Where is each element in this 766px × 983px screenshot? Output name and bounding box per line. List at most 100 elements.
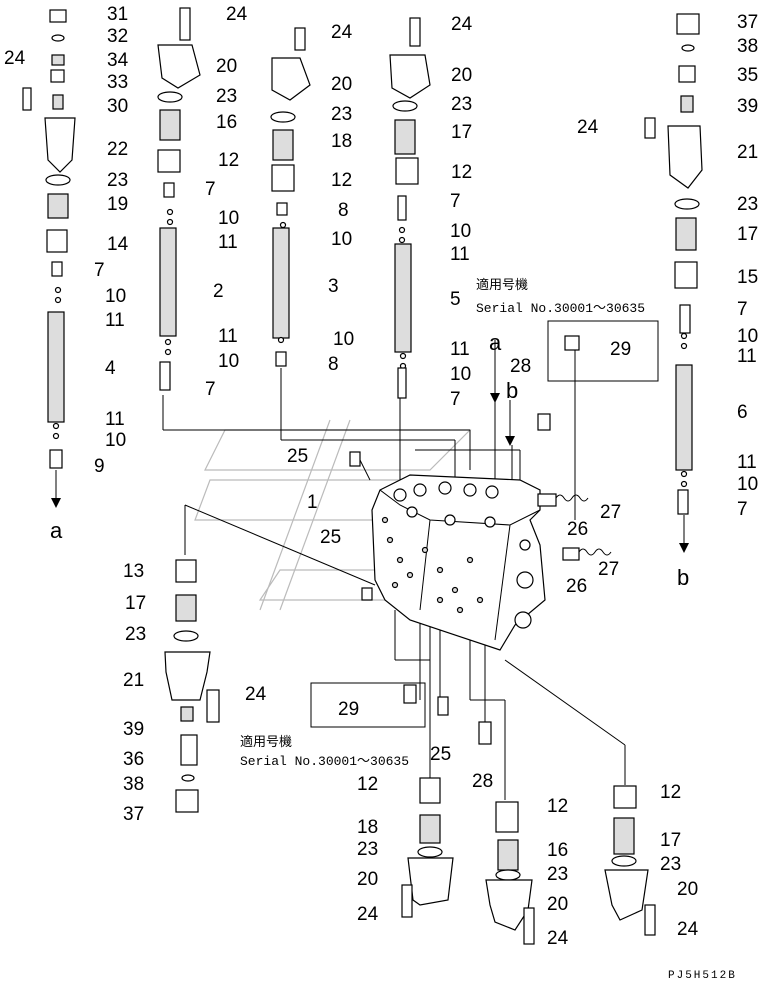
serial-note-range: Serial No.30001～30635 (476, 301, 645, 316)
callout-number: 10 (105, 286, 126, 307)
serial-note-label: 適用号機 (476, 277, 528, 293)
callout-number: 23 (451, 94, 472, 115)
callout-number: 20 (216, 56, 237, 77)
callout-number: 16 (547, 840, 568, 861)
callout-number: 25 (430, 744, 451, 765)
flow-letter-a: a (489, 330, 502, 355)
drawing-code: PJ5H512B (668, 970, 737, 982)
serial-note-label: 適用号機 (240, 734, 292, 750)
callout-number: 10 (331, 229, 352, 250)
callout-number: 15 (737, 267, 758, 288)
callout-number: 24 (451, 14, 473, 35)
callout-number: 27 (600, 502, 621, 523)
callout-number: 10 (737, 474, 758, 495)
callout-number: 6 (737, 402, 748, 423)
callout-number: 5 (450, 289, 461, 310)
serial-note-range: Serial No.30001～30635 (240, 754, 409, 769)
callout-number: 10 (218, 208, 239, 229)
callout-number: 34 (107, 50, 129, 71)
callout-number: 11 (737, 346, 757, 367)
callout-number: 25 (320, 527, 341, 548)
flow-letter-b: b (506, 378, 518, 403)
callout-number: 28 (510, 356, 531, 377)
callout-number: 18 (331, 131, 352, 152)
callout-number: 16 (216, 112, 237, 133)
callout-number: 36 (123, 749, 144, 770)
callout-number: 4 (105, 358, 116, 379)
callout-number: 7 (737, 299, 748, 320)
callout-number: 7 (94, 260, 105, 281)
callout-number: 23 (107, 170, 128, 191)
callout-number: 23 (125, 624, 146, 645)
callout-number: 23 (331, 104, 352, 125)
callout-number: 27 (598, 559, 619, 580)
callout-number: 23 (660, 854, 681, 875)
callout-number: 29 (338, 699, 359, 720)
callout-number: 37 (123, 804, 144, 825)
callout-number: 17 (451, 122, 472, 143)
callout-number: 24 (547, 928, 569, 949)
callout-number: 23 (737, 194, 758, 215)
flow-letter-b: b (677, 565, 689, 590)
callout-number: 3 (328, 276, 339, 297)
callout-number: 23 (216, 86, 237, 107)
callout-number: 7 (737, 499, 748, 520)
callout-number: 2 (213, 281, 224, 302)
callout-number: 23 (547, 864, 568, 885)
callout-number: 10 (105, 430, 126, 451)
callout-number: 25 (287, 446, 308, 467)
callout-number: 30 (107, 96, 128, 117)
callout-number: 39 (737, 96, 758, 117)
callout-number: 9 (94, 456, 105, 477)
callout-number: 10 (450, 221, 471, 242)
callout-number: 24 (677, 919, 699, 940)
callout-number: 24 (331, 22, 353, 43)
callout-number: 22 (107, 139, 128, 160)
callout-number: 20 (677, 879, 698, 900)
callout-number: 20 (357, 869, 378, 890)
callout-number: 33 (107, 72, 128, 93)
callout-number: 12 (331, 170, 352, 191)
callout-number: 12 (218, 150, 239, 171)
callout-number: 17 (660, 830, 681, 851)
callout-number: 17 (737, 224, 758, 245)
callout-number: 8 (338, 200, 349, 221)
callout-number: 24 (4, 48, 26, 69)
callout-number: 24 (357, 904, 379, 925)
callout-number: 8 (328, 354, 339, 375)
parts (22, 7, 703, 945)
callout-number: 11 (105, 310, 125, 331)
callout-number: 24 (245, 684, 267, 705)
callout-number: 31 (107, 4, 128, 25)
callout-number: 12 (357, 774, 378, 795)
callout-number: 7 (450, 389, 461, 410)
callout-number: 19 (107, 194, 128, 215)
serial-box-29-top (547, 320, 659, 382)
callout-number: 18 (357, 817, 378, 838)
callout-number: 35 (737, 65, 758, 86)
callout-number: 10 (450, 364, 471, 385)
callout-number: 20 (451, 65, 472, 86)
callout-numbers: 3132343330242223191471011411109242023161… (4, 4, 758, 949)
callout-number: 11 (218, 232, 238, 253)
callout-number: 17 (125, 593, 146, 614)
callout-number: 20 (547, 894, 568, 915)
main-valve-body (371, 474, 546, 651)
callout-number: 11 (218, 326, 238, 347)
callout-number: 1 (307, 492, 318, 513)
callout-number: 12 (660, 782, 681, 803)
callout-number: 10 (737, 326, 758, 347)
callout-number: 26 (566, 576, 587, 597)
callout-number: 39 (123, 719, 144, 740)
callout-number: 28 (472, 771, 493, 792)
callout-number: 21 (737, 142, 758, 163)
callout-number: 20 (331, 74, 352, 95)
callout-number: 38 (123, 774, 144, 795)
callout-number: 10 (218, 351, 239, 372)
callout-number: 37 (737, 12, 758, 33)
callout-number: 10 (333, 329, 354, 350)
callout-number: 38 (737, 36, 758, 57)
callout-number: 11 (450, 339, 470, 360)
